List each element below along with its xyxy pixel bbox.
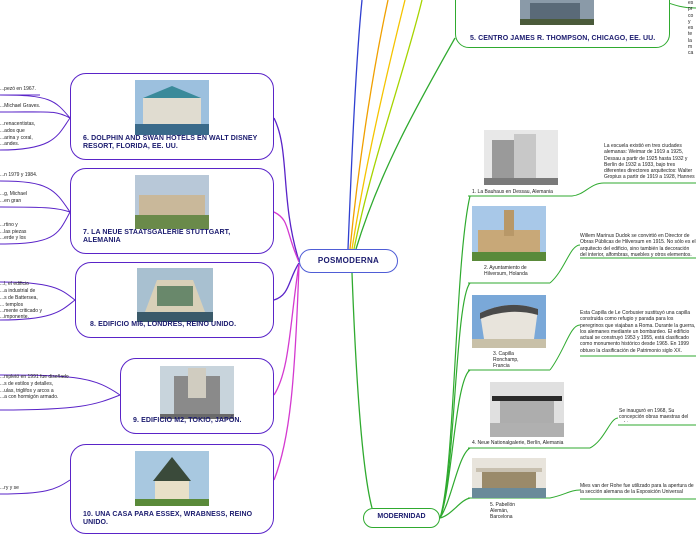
leaf-text: ...l, el edificio xyxy=(0,281,29,287)
card-casa-essex[interactable]: 10. UNA CASA PARA ESSEX, WRABNESS, REINO… xyxy=(70,444,274,534)
card-dolphin-swan-hotels[interactable]: 6. DOLPHIN AND SWAN HOTELS EN WALT DISNE… xyxy=(70,73,274,160)
bauhaus-photo xyxy=(484,130,558,185)
branch-label: 4. Neue Nationalgalerie, Berlín, Alemani… xyxy=(472,440,563,446)
james-thompson-photo xyxy=(520,0,594,25)
leaf-text: ...s de estilos y detalles, xyxy=(0,381,53,387)
neue-nationalgalerie-photo xyxy=(490,382,564,437)
leaf-text: ...a con hormigón armado. xyxy=(0,394,58,400)
leaf-text: ...ry y se xyxy=(0,485,19,491)
branch-text: Willem Marinus Dudok se convirtió en Dir… xyxy=(580,233,696,257)
leaf-text: ...andes. xyxy=(0,141,19,147)
branch-text: Se inauguró en 1968, Su concepción obras… xyxy=(619,408,696,422)
modernidad-node[interactable]: MODERNIDAD xyxy=(363,508,440,528)
leaf-text: ...ados que xyxy=(0,128,25,134)
card-title: 10. UNA CASA PARA ESSEX, WRABNESS, REINO… xyxy=(83,511,265,527)
leaf-text: ...rtino y xyxy=(0,222,18,228)
branch-label: 5. Pabellón Alemán, Barcelona xyxy=(490,502,530,520)
card-title: 7. LA NEUE STAATSGALERIE STUTTGART, ALEM… xyxy=(83,229,265,245)
casa-essex-photo xyxy=(135,451,209,506)
leaf-text: ...pezó en 1967. xyxy=(0,86,36,92)
leaf-text: ...mpletó en 1991 fue diseñado xyxy=(0,374,69,380)
root-node[interactable]: POSMODERNA xyxy=(299,249,398,273)
leaf-text: ...s de Battersea, xyxy=(0,295,38,301)
card-edificio-mi6[interactable]: 8. EDIFICIO MI6, LONDRES, REINO UNIDO. xyxy=(75,262,274,338)
hilversum-photo xyxy=(472,206,546,261)
branch-label: 3. Capilla Ronchamp, Francia xyxy=(493,351,533,369)
card-title: 5. CENTRO JAMES R. THOMPSON, CHICAGO, EE… xyxy=(470,35,661,43)
m2-photo xyxy=(160,366,234,419)
branch-text: Mies van der Rohe fue utilizado para la … xyxy=(580,483,696,497)
leaf-text: ...erde y los xyxy=(0,235,26,241)
leaf-text: ...renacentistas, xyxy=(0,121,35,127)
dolphin-swan-photo xyxy=(135,80,209,135)
leaf-text: ...Michael Graves. xyxy=(0,103,40,109)
leaf-text: ...g, Michael xyxy=(0,191,27,197)
card-edificio-m2[interactable]: 9. EDIFICIO M2, TOKIO, JAPÓN. xyxy=(120,358,274,434)
card-title: 8. EDIFICIO MI6, LONDRES, REINO UNIDO. xyxy=(90,321,265,329)
branch-label: 1. La Bauhaus en Dessau, Alemania xyxy=(472,189,553,195)
pabellon-aleman-photo xyxy=(472,458,546,498)
staatsgalerie-photo xyxy=(135,175,209,229)
card-title: 9. EDIFICIO M2, TOKIO, JAPÓN. xyxy=(133,417,265,425)
card-neue-staatsgalerie[interactable]: 7. LA NEUE STAATSGALERIE STUTTGART, ALEM… xyxy=(70,168,274,254)
branch-label: 2. Ayuntamiento de Hilversum, Holanda xyxy=(484,265,534,277)
branch-text: La escuela existió en tres ciudades alem… xyxy=(604,143,696,181)
leaf-text: ...a industrial de xyxy=(0,288,35,294)
leaf-text: ...imponente. xyxy=(0,314,29,320)
leaf-text: ...n 1979 y 1984. xyxy=(0,172,37,178)
leaf-text: ...en gran xyxy=(0,198,21,204)
ronchamp-photo xyxy=(472,295,546,348)
card-title: 6. DOLPHIN AND SWAN HOTELS EN WALT DISNE… xyxy=(83,135,265,151)
card-james-thompson-center[interactable]: 5. CENTRO JAMES R. THOMPSON, CHICAGO, EE… xyxy=(455,0,670,48)
mi6-photo xyxy=(137,268,213,322)
branch-text: Esta Capilla de Le Corbusier sustituyó u… xyxy=(580,310,696,356)
